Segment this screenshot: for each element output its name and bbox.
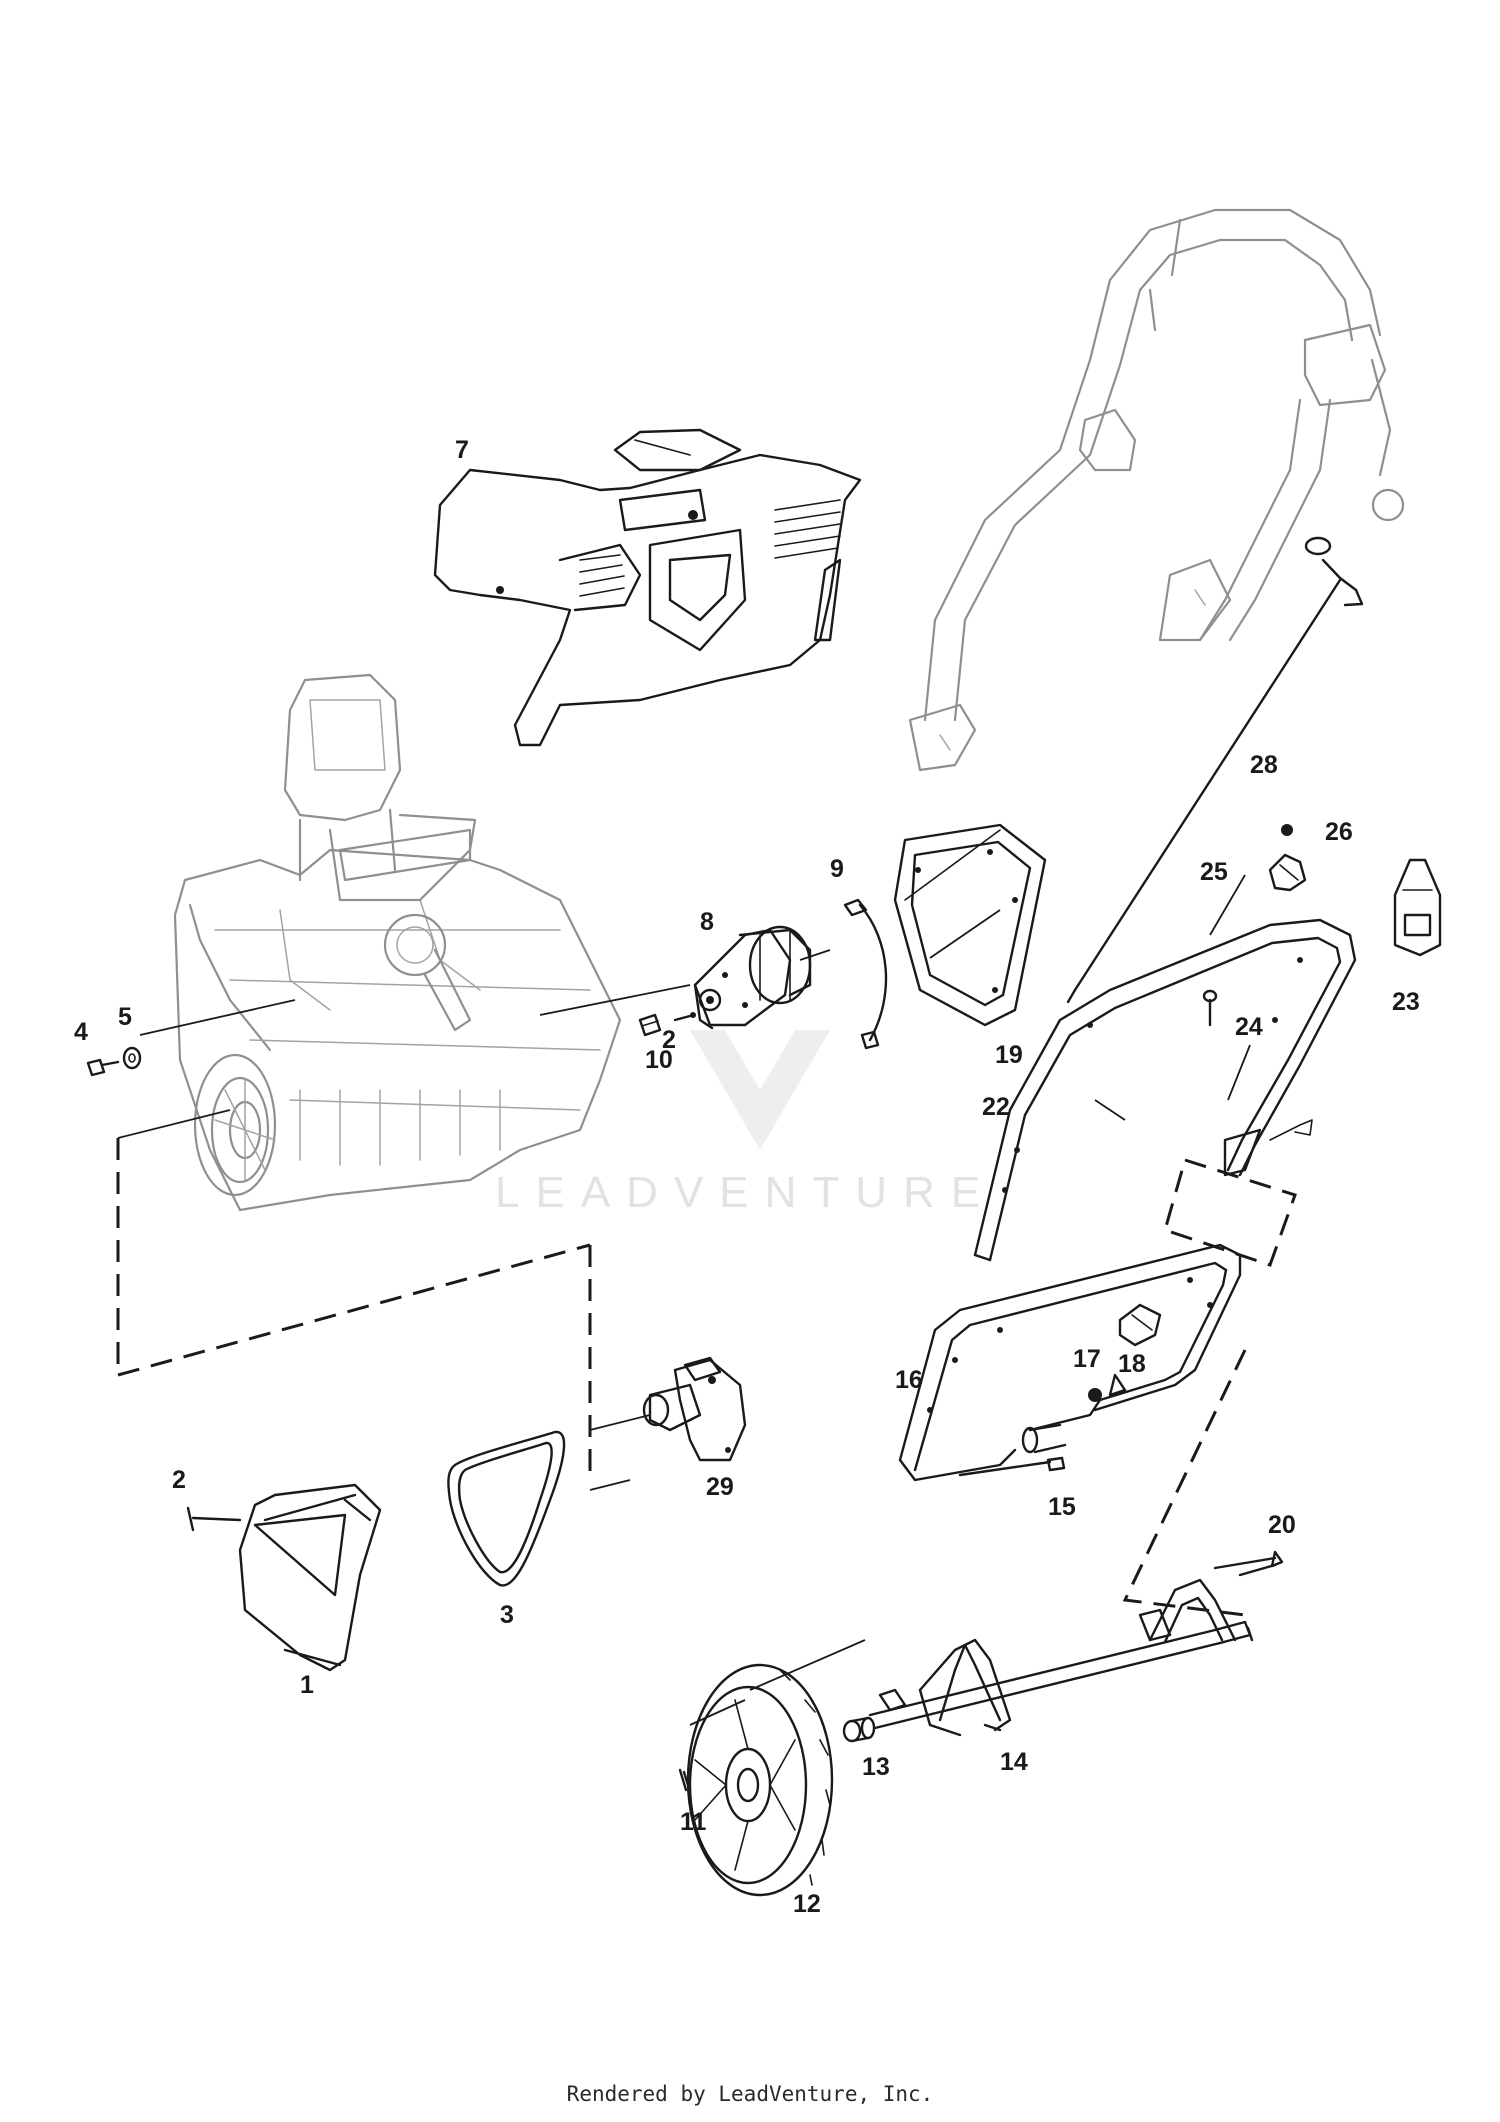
part-7-motor-cover <box>433 428 862 747</box>
callout-3: 3 <box>500 1601 514 1629</box>
callout-20: 20 <box>1268 1511 1296 1539</box>
callout-9: 9 <box>830 855 844 883</box>
callout-1: 1 <box>300 1671 314 1699</box>
part-23-knob <box>1393 858 1442 957</box>
snow-thrower-housing-ghost <box>173 673 622 1212</box>
part-13-bushing <box>842 1716 876 1743</box>
callout-22: 22 <box>982 1093 1010 1121</box>
callout-23: 23 <box>1392 988 1420 1016</box>
part-19-triangle-gasket <box>893 823 1047 1027</box>
assembly-lines <box>116 1138 1297 1617</box>
leader-lines <box>117 874 1251 1726</box>
callout-25: 25 <box>1200 858 1228 886</box>
callout-26: 26 <box>1325 818 1353 846</box>
watermark-logo <box>690 1030 830 1150</box>
callout-19: 19 <box>995 1041 1023 1069</box>
callout-17: 17 <box>1073 1345 1101 1373</box>
part-3-belt <box>447 1430 566 1587</box>
callout-29: 29 <box>706 1473 734 1501</box>
callout-28: 28 <box>1250 751 1278 779</box>
callout-2b: 2 <box>662 1026 676 1054</box>
watermark-text: LEADVENTURE <box>495 1168 996 1217</box>
callout-12: 12 <box>793 1890 821 1918</box>
callout-13: 13 <box>862 1753 890 1781</box>
callout-10: 10 <box>645 1046 673 1074</box>
part-8-motor <box>693 925 812 1030</box>
rendered-by-footer: Rendered by LeadVenture, Inc. <box>566 2082 934 2106</box>
part-14-axle-assembly <box>868 1550 1284 1737</box>
hardware-4-5 <box>86 1046 142 1077</box>
hardware-24-25-26 <box>1202 824 1307 1027</box>
callout-14: 14 <box>1000 1748 1028 1776</box>
part-12-wheel <box>686 1663 834 1897</box>
callout-18: 18 <box>1118 1350 1146 1378</box>
callout-8: 8 <box>700 908 714 936</box>
upper-handle-assembly <box>908 208 1405 772</box>
part-9-clamp <box>843 898 888 1050</box>
part-29-pulley-bracket <box>642 1356 747 1462</box>
callout-11: 11 <box>680 1808 707 1836</box>
callout-labels: 1 2 2 3 4 5 7 8 9 10 11 12 13 14 15 16 1… <box>74 436 1420 1918</box>
callout-4: 4 <box>74 1018 88 1046</box>
part-16-frame <box>898 1243 1242 1482</box>
part-11-pin <box>678 1768 692 1794</box>
dash-handle-joint <box>1163 1158 1297 1267</box>
hardware-15-17-18 <box>958 1303 1162 1477</box>
callout-7: 7 <box>455 436 469 464</box>
callout-5: 5 <box>118 1003 132 1031</box>
part-28-rod <box>1066 536 1364 1004</box>
part-22-lower-handle <box>973 918 1357 1262</box>
part-20-bolt <box>1238 1563 1277 1577</box>
dash-frame-joint <box>1122 1349 1247 1617</box>
leadventure-watermark: LEADVENTURE <box>495 1030 996 1217</box>
hardware-10-2 <box>638 1012 696 1037</box>
callout-15: 15 <box>1048 1493 1076 1521</box>
dash-bottom-link <box>117 1243 591 1377</box>
callout-24: 24 <box>1235 1013 1263 1041</box>
callout-2a: 2 <box>172 1466 186 1494</box>
callout-16: 16 <box>895 1366 923 1394</box>
part-1-end-cover <box>186 1483 382 1672</box>
